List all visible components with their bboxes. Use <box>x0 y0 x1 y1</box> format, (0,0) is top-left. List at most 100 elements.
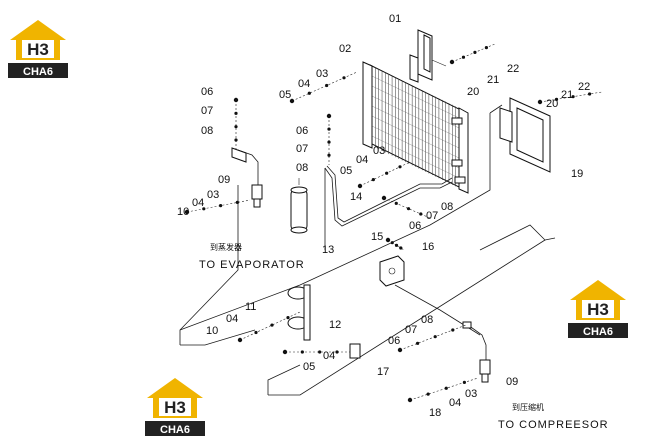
receiver-drier[interactable] <box>290 178 308 234</box>
fastener <box>419 212 423 216</box>
condenser-core[interactable] <box>362 61 469 194</box>
label-22: 22 <box>578 81 590 93</box>
fastener <box>342 76 346 80</box>
fastener <box>394 201 398 205</box>
label-08: 08 <box>296 162 308 174</box>
fastener <box>451 328 455 332</box>
label-22: 22 <box>507 63 519 75</box>
label-06: 06 <box>388 335 400 347</box>
label-21: 21 <box>487 74 499 86</box>
leader-line <box>359 161 411 187</box>
hose-holder[interactable] <box>231 147 247 163</box>
label-05: 05 <box>340 165 352 177</box>
logo-letters: H3 <box>164 398 186 417</box>
label-07: 07 <box>426 210 438 222</box>
label-06: 06 <box>201 86 213 98</box>
label-04: 04 <box>226 313 238 325</box>
fastener <box>397 347 403 353</box>
fastener <box>381 195 387 201</box>
label-17: 17 <box>377 366 389 378</box>
fastener <box>399 246 403 250</box>
fastener <box>234 111 238 115</box>
lower-bracket[interactable] <box>349 343 361 359</box>
drier-clamp[interactable] <box>287 284 311 341</box>
fastener <box>461 55 466 59</box>
label-11: 11 <box>245 301 256 313</box>
leader-line <box>383 197 431 219</box>
fastener <box>325 83 329 88</box>
caption-compressor-cn: 到压缩机 <box>512 402 544 412</box>
fastener <box>554 97 559 101</box>
fastener <box>234 125 238 129</box>
condenser-pipe[interactable] <box>324 165 453 227</box>
label-04: 04 <box>449 397 461 409</box>
label-16: 16 <box>422 241 434 253</box>
label-10: 10 <box>177 206 189 218</box>
label-03: 03 <box>373 145 385 157</box>
label-14: 14 <box>350 191 362 203</box>
fastener <box>327 140 331 144</box>
label-06: 06 <box>296 125 308 137</box>
fitting-compressor[interactable] <box>462 321 491 383</box>
fastener <box>444 386 448 390</box>
captions: 到蒸发器 TO EVAPORATOR 到压缩机 TO COMPREESOR <box>199 242 609 431</box>
fastener <box>406 207 411 211</box>
fastener <box>407 397 413 403</box>
label-04: 04 <box>356 154 368 166</box>
leader-line <box>186 199 251 213</box>
logo-word: CHA6 <box>160 424 190 436</box>
clamp-bracket[interactable] <box>379 255 405 287</box>
caption-compressor-en: TO COMPREESOR <box>498 419 609 431</box>
label-07: 07 <box>296 143 308 155</box>
fastener <box>270 323 274 327</box>
label-07: 07 <box>201 105 213 117</box>
fastener <box>286 316 290 320</box>
fastener <box>327 127 331 131</box>
fastener <box>289 98 295 104</box>
fastener <box>318 350 322 354</box>
logo-letters: H3 <box>27 40 49 59</box>
fastener <box>398 165 402 169</box>
side-frame-bracket[interactable] <box>499 97 551 173</box>
label-19: 19 <box>571 168 583 180</box>
label-08: 08 <box>201 125 213 137</box>
caption-evaporator-cn: 到蒸发器 <box>210 242 242 252</box>
label-06: 06 <box>409 220 421 232</box>
logo-word: CHA6 <box>23 66 53 78</box>
label-20: 20 <box>546 98 558 110</box>
fastener <box>484 46 488 50</box>
fastener <box>426 392 430 396</box>
fastener <box>254 330 258 335</box>
fastener <box>473 50 477 55</box>
fastener <box>237 337 243 343</box>
fastener <box>357 183 363 189</box>
label-08: 08 <box>441 201 453 213</box>
label-20: 20 <box>467 86 479 98</box>
fastener <box>234 138 238 142</box>
label-08: 08 <box>421 314 433 326</box>
fastener <box>390 241 394 245</box>
leader-line <box>239 311 301 341</box>
fastener <box>235 200 239 204</box>
label-05: 05 <box>279 89 291 101</box>
fastener <box>371 178 375 182</box>
logo-letters: H3 <box>587 300 609 319</box>
fastener <box>449 59 455 65</box>
fastener <box>416 341 420 345</box>
label-09: 09 <box>506 376 518 388</box>
upper-bracket[interactable] <box>409 29 447 83</box>
caption-evaporator-en: TO EVAPORATOR <box>199 259 305 271</box>
label-18: 18 <box>429 407 441 419</box>
fastener <box>307 91 311 95</box>
fastener <box>385 237 391 243</box>
label-07: 07 <box>405 324 417 336</box>
fastener <box>462 380 466 384</box>
logo-word: CHA6 <box>583 326 613 338</box>
leader-line <box>539 91 603 103</box>
label-01: 01 <box>389 13 401 25</box>
label-10: 10 <box>206 325 218 337</box>
